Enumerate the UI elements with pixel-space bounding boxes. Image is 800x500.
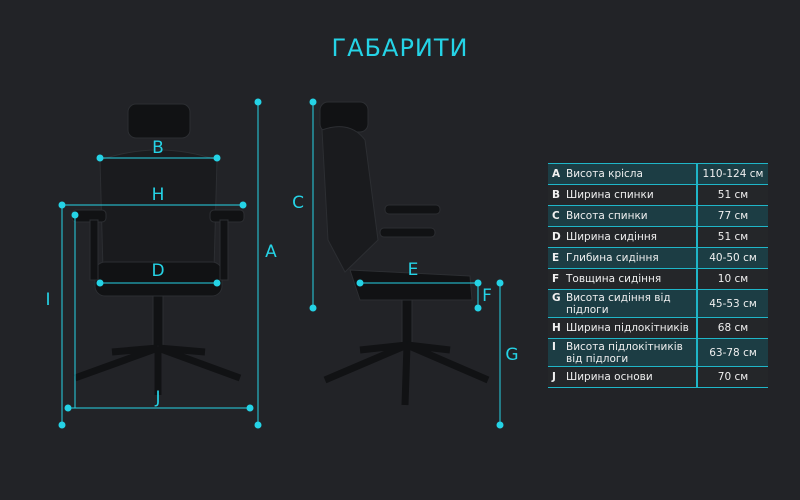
label-g: G [505,345,519,365]
label-e: E [407,260,419,280]
spec-name: Висота крісла [566,168,643,180]
spec-key: C [552,210,560,222]
table-row: G Висота сидіння від підлоги 45-53 см [548,289,768,318]
spec-value: 77 см [696,205,768,227]
spec-key: D [552,231,561,243]
label-j: J [155,388,161,408]
spec-key: F [552,273,560,285]
label-d: D [151,261,165,281]
chair-front-image [71,103,245,395]
table-row: J Ширина основи 70 см [548,366,768,388]
spec-name: Товщина сидіння [566,273,662,285]
spec-name: Висота підлокітників від підлоги [566,340,683,365]
spec-value: 45-53 см [696,289,768,318]
spec-name-cell: E Глибина сидіння [548,247,697,269]
spec-name-cell: G Висота сидіння від підлоги [548,289,697,318]
spec-name-cell: C Висота спинки [548,205,697,227]
table-row: E Глибина сидіння 40-50 см [548,247,768,269]
spec-name: Ширина спинки [566,189,654,201]
dimensions-table: A Висота крісла 110-124 см B Ширина спинки 51… [548,163,768,388]
spec-key: A [552,168,561,180]
spec-name-cell: A Висота крісла [548,163,697,185]
spec-key: I [552,340,556,353]
table-row: D Ширина сидіння 51 см [548,226,768,248]
table-row: H Ширина підлокітників 68 см [548,317,768,339]
spec-name: Ширина сидіння [566,231,657,243]
label-i: I [45,290,51,310]
spec-name-cell: H Ширина підлокітників [548,317,697,339]
spec-key: J [552,371,556,383]
spec-name: Висота спинки [566,210,648,222]
spec-key: B [552,189,561,201]
label-f: F [482,286,492,306]
spec-name-cell: D Ширина сидіння [548,226,697,248]
table-row: C Висота спинки 77 см [548,205,768,227]
spec-value: 68 см [696,317,768,339]
chair-side-image [319,101,490,406]
spec-name: Ширина підлокітників [566,322,689,334]
spec-value: 40-50 см [696,247,768,269]
spec-value: 110-124 см [696,163,768,185]
spec-name-cell: J Ширина основи [548,366,697,388]
spec-name-cell: I Висота підлокітників від підлоги [548,338,697,367]
spec-key: G [552,291,561,304]
spec-name-cell: F Товщина сидіння [548,268,697,290]
spec-key: E [552,252,560,264]
table-row: A Висота крісла 110-124 см [548,163,768,185]
spec-value: 10 см [696,268,768,290]
table-row: F Товщина сидіння 10 см [548,268,768,290]
table-row: I Висота підлокітників від підлоги 63-78 с… [548,338,768,367]
label-a: A [265,242,277,262]
spec-value: 70 см [696,366,768,388]
spec-value: 63-78 см [696,338,768,367]
page-title: ГАБАРИТИ [331,34,469,62]
table-row: B Ширина спинки 51 см [548,184,768,206]
spec-value: 51 см [696,184,768,206]
spec-key: H [552,322,561,334]
spec-name: Ширина основи [566,371,653,383]
label-c: C [292,193,304,213]
spec-name-cell: B Ширина спинки [548,184,697,206]
label-b: B [152,138,164,158]
label-h: H [151,185,165,205]
dimension-lines [58,98,504,429]
spec-value: 51 см [696,226,768,248]
spec-name: Висота сидіння від підлоги [566,291,671,316]
spec-name: Глибина сидіння [566,252,659,264]
